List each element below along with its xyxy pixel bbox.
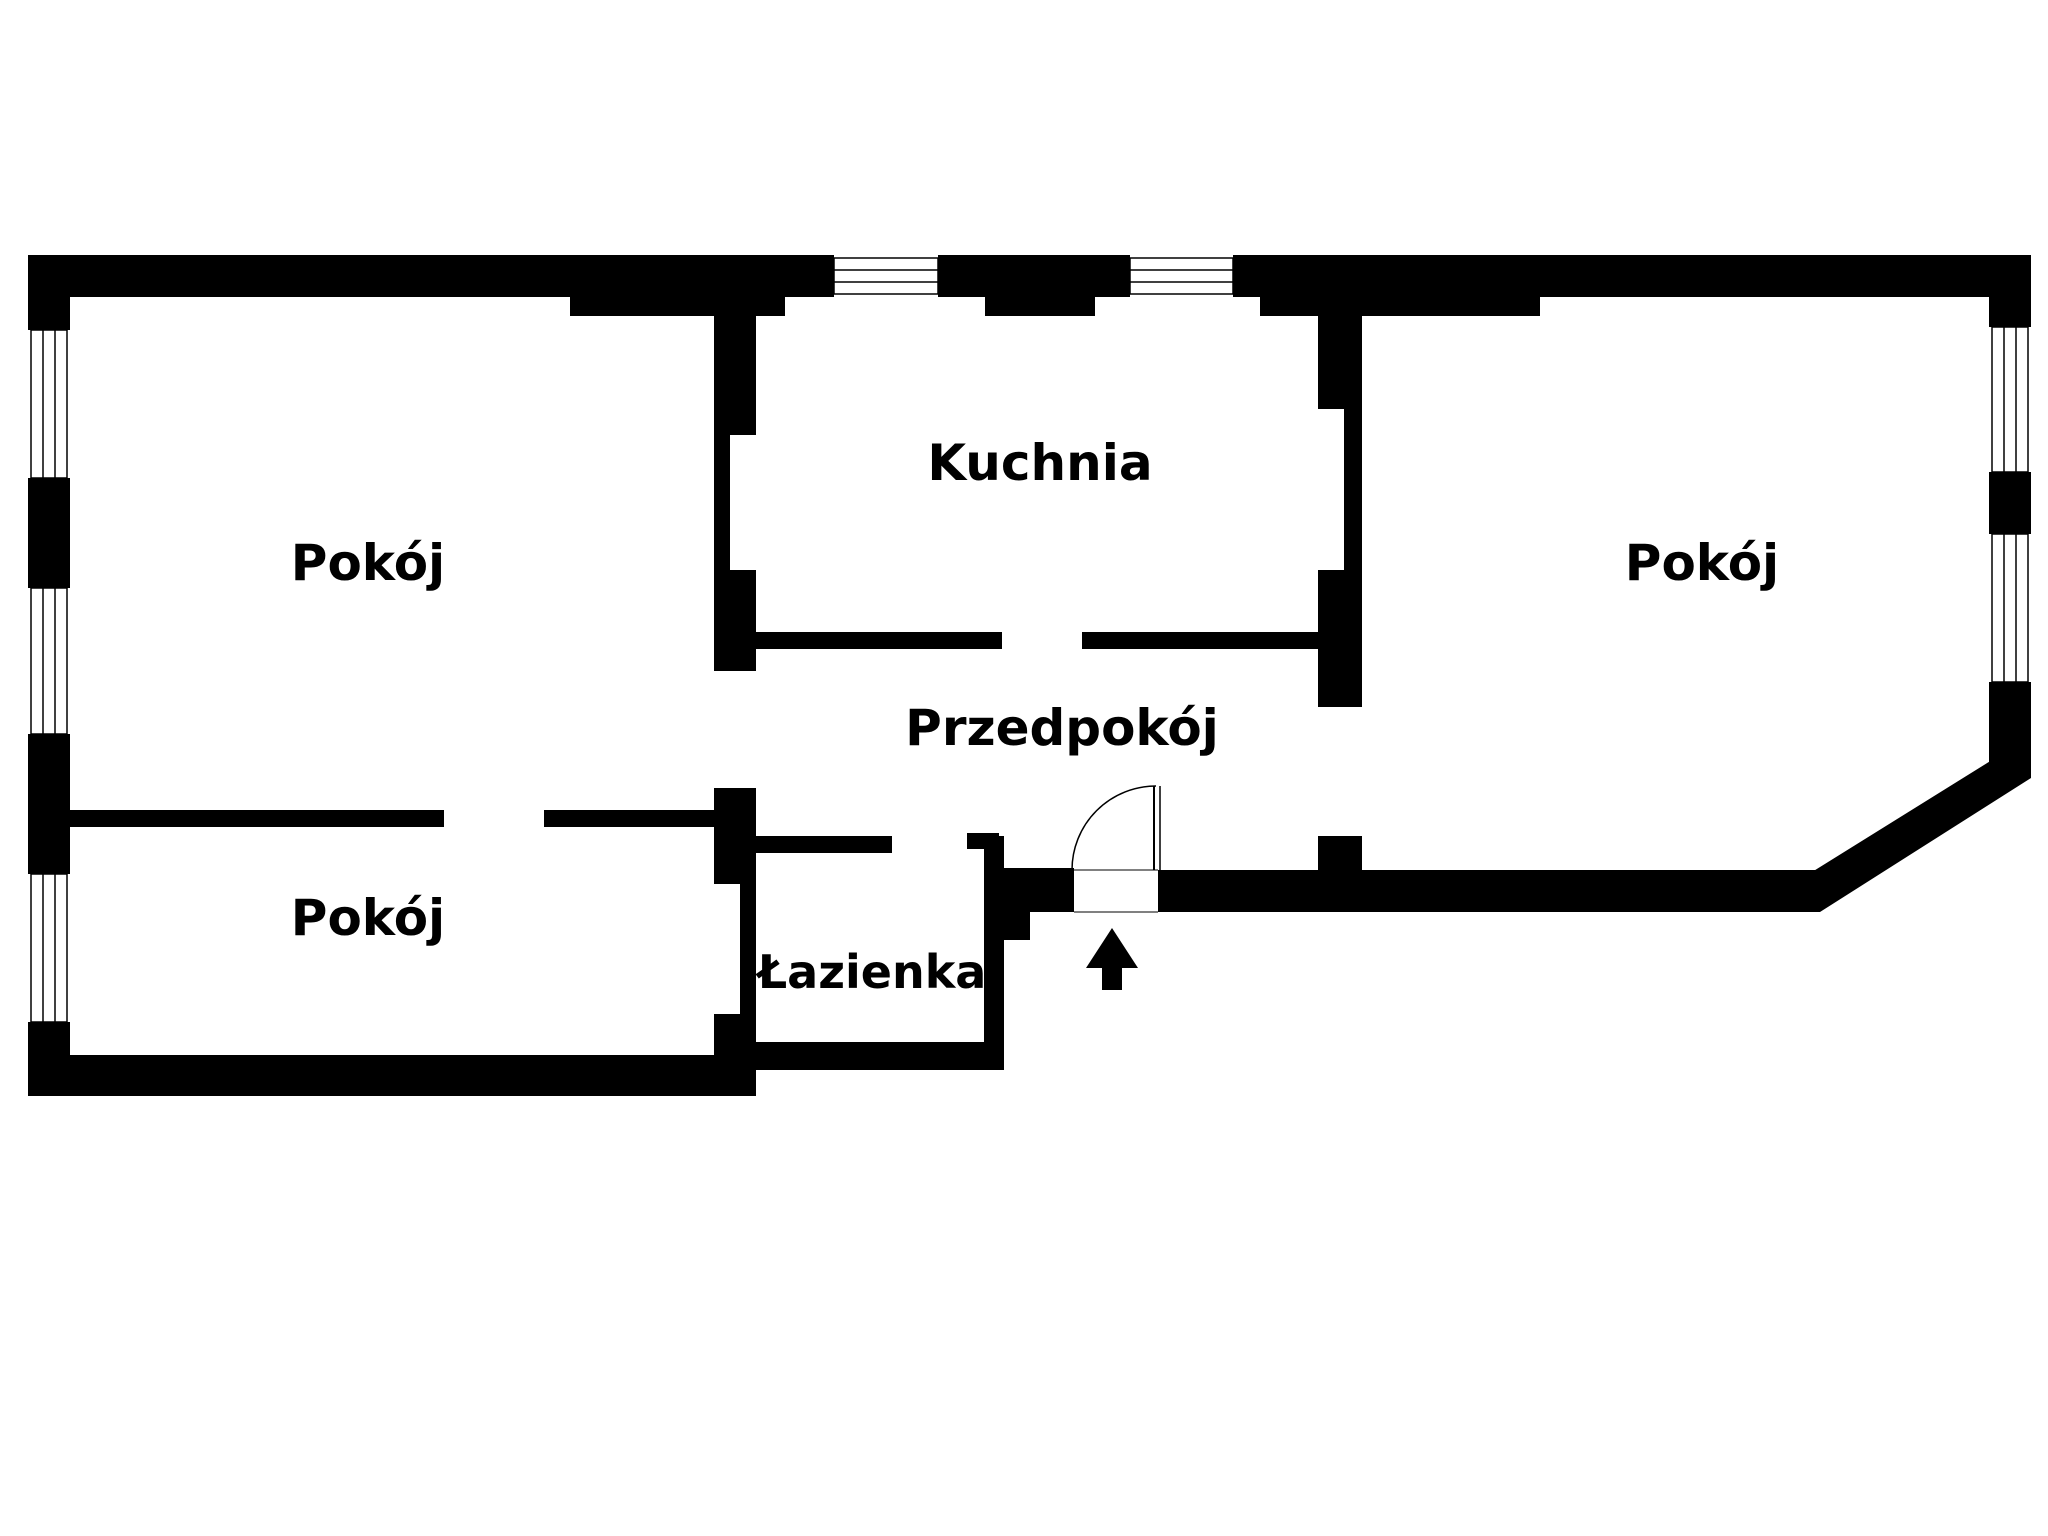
wall-bathroom-bottom — [756, 1042, 1004, 1070]
windows — [30, 257, 2029, 1023]
wall-bottom-left — [28, 1055, 756, 1096]
window-left-1 — [30, 329, 68, 479]
room-label-przedpokoj: Przedpokój — [905, 699, 1219, 757]
room-label-lazienka: Łazienka — [755, 945, 987, 999]
wall-left-top — [28, 255, 70, 330]
room-label-pokoj-left-top: Pokój — [291, 534, 445, 592]
wall-diagonal — [1812, 758, 2031, 912]
room-label-kuchnia: Kuchnia — [927, 434, 1152, 492]
window-left-3 — [30, 873, 68, 1023]
wall-left-pier-1 — [28, 478, 70, 588]
wall-kitchen-left-pier-bottom — [714, 570, 756, 671]
wall-bathroom-left — [714, 788, 756, 884]
wall-top-step-right — [1260, 290, 1540, 316]
wall-bathroom-left-thin — [740, 884, 756, 1014]
wall-bathroom-top-stub — [967, 833, 999, 849]
window-top-2 — [1129, 257, 1234, 295]
window-left-2 — [30, 587, 68, 735]
room-label-pokoj-right: Pokój — [1625, 534, 1779, 592]
wall-kitchen-bottom-left — [756, 632, 1002, 649]
room-label-pokoj-left-bottom: Pokój — [291, 889, 445, 947]
wall-kitchen-left-pier-top — [714, 297, 756, 435]
wall-right-top — [1989, 255, 2031, 327]
wall-entrance-left — [984, 868, 1074, 912]
wall-bathroom-left-lower — [714, 1014, 756, 1096]
wall-kitchen-bottom-right — [1082, 632, 1318, 649]
wall-right-pier — [1989, 472, 2031, 534]
wall-top-middle-pier — [985, 290, 1095, 316]
window-right-1 — [1991, 326, 2029, 473]
wall-left-pier-2 — [28, 734, 70, 874]
wall-left-rooms-divider-b — [544, 810, 714, 827]
entrance-arrow-icon — [1086, 928, 1138, 990]
window-top-1 — [833, 257, 939, 295]
wall-right-room-stub — [1318, 836, 1362, 872]
wall-kitchen-right-pier-bottom — [1318, 570, 1362, 707]
wall-bottom-right — [1158, 870, 1818, 912]
wall-bathroom-top — [756, 836, 892, 853]
interior-walls — [70, 290, 1540, 1096]
outer-walls — [28, 255, 2031, 1096]
wall-kitchen-right-pier-top — [1318, 297, 1362, 409]
wall-left-rooms-divider-a — [70, 810, 444, 827]
window-right-2 — [1991, 533, 2029, 683]
door-swing-icon — [1071, 785, 1161, 913]
